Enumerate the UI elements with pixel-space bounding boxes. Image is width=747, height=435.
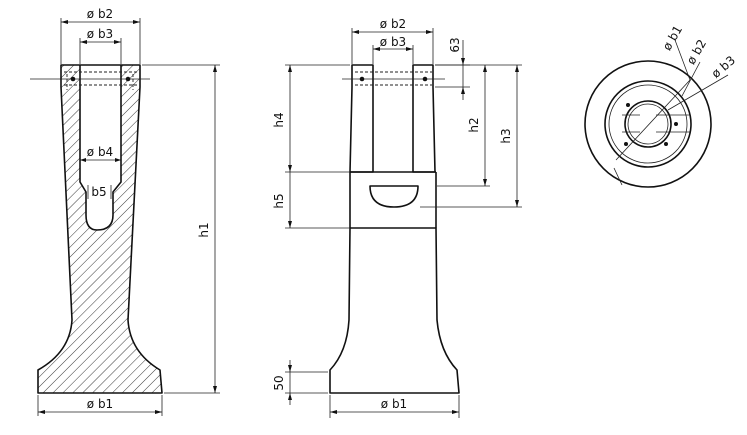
view-1-label-b1: ø b1 bbox=[87, 397, 113, 411]
view-2-label-b1: ø b1 bbox=[381, 397, 407, 411]
view-2-lower-body-hatch bbox=[329, 227, 460, 394]
view-2-label-h3: h3 bbox=[499, 128, 513, 143]
view-3-label-b3: ø b3 bbox=[709, 53, 738, 81]
view-2-half-moon bbox=[369, 185, 419, 208]
view-2-label-b2: ø b2 bbox=[380, 17, 406, 31]
view-1-body-hatch bbox=[38, 65, 162, 393]
view-1-outline bbox=[37, 64, 163, 394]
view-3-circle-b3 bbox=[624, 100, 672, 148]
view-3-plan: ø b1 ø b2 ø b3 bbox=[584, 23, 738, 188]
view-2-right-wall-hatch bbox=[412, 64, 436, 173]
view-1-bore-outline bbox=[79, 65, 122, 231]
view-3-circle-b1 bbox=[584, 60, 712, 188]
view-1-section: ø b2 ø b3 ø b4 b5 h1 ø b1 bbox=[30, 7, 220, 416]
view-1-label-b5: b5 bbox=[91, 185, 106, 199]
view-2-section: ø b2 ø b3 63 h4 h5 h2 h3 50 ø b1 bbox=[272, 17, 522, 418]
view-1-label-b3: ø b3 bbox=[87, 27, 113, 41]
view-1-label-b2: ø b2 bbox=[87, 7, 113, 21]
view-2-label-b3: ø b3 bbox=[380, 35, 406, 49]
view-2-label-h5: h5 bbox=[272, 193, 286, 208]
view-1-label-b4: ø b4 bbox=[87, 145, 113, 159]
view-2-label-h2: h2 bbox=[467, 117, 481, 132]
view-3-label-b2: ø b2 bbox=[684, 37, 709, 67]
view-1-label-h1: h1 bbox=[197, 222, 211, 237]
view-2-label-63: 63 bbox=[448, 37, 462, 52]
view-2-label-50: 50 bbox=[272, 375, 286, 390]
view-2-label-h4: h4 bbox=[272, 112, 286, 127]
view-3-circle-b2 bbox=[604, 80, 692, 168]
view-3-label-b1: ø b1 bbox=[660, 23, 685, 53]
